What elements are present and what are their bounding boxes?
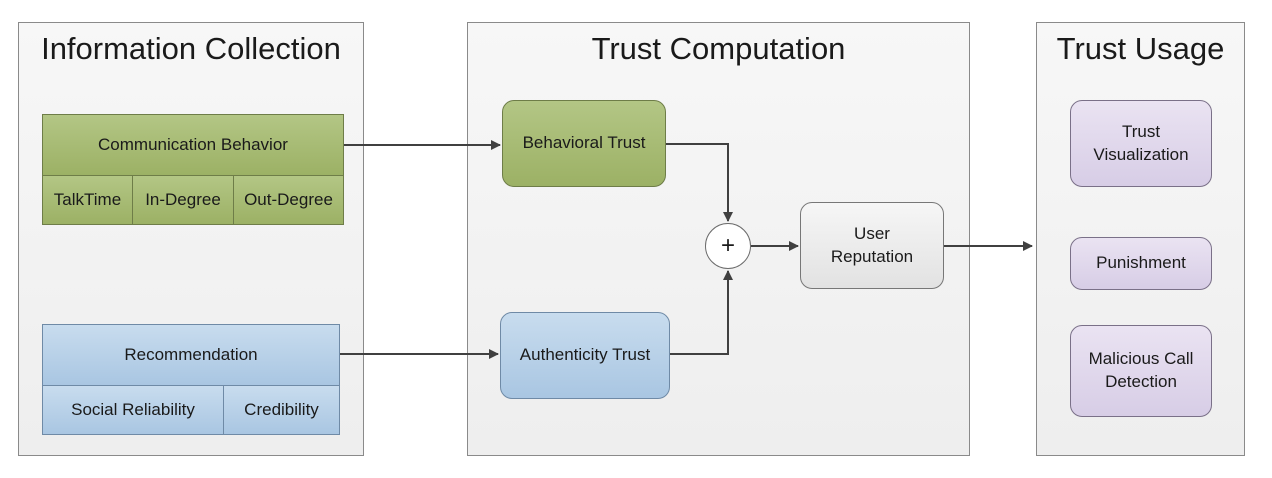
behavioral-trust-box: Behavioral Trust	[502, 100, 666, 187]
authenticity-trust-label: Authenticity Trust	[519, 345, 651, 365]
arrow-behavioral-to-combine	[666, 143, 733, 222]
combine-node: +	[705, 223, 751, 269]
user-reputation-box: User Reputation	[800, 202, 944, 289]
trust-visualization-box: Trust Visualization	[1070, 100, 1212, 187]
authenticity-trust-box: Authenticity Trust	[500, 312, 670, 399]
in-degree-label: In-Degree	[145, 189, 221, 209]
in-degree-cell: In-Degree	[133, 176, 234, 224]
plus-symbol: +	[720, 232, 735, 259]
malicious-call-detection-box: Malicious Call Detection	[1070, 325, 1212, 417]
trust-visualization-line1: Trust	[1121, 121, 1161, 141]
recommendation-header: Recommendation	[42, 324, 340, 386]
user-reputation-line2: Reputation	[830, 246, 914, 266]
social-reliability-label: Social Reliability	[71, 399, 195, 419]
trust-usage-title: Trust Usage	[1056, 31, 1225, 66]
out-degree-cell: Out-Degree	[234, 176, 343, 224]
punishment-box: Punishment	[1070, 237, 1212, 290]
communication-behavior-header: Communication Behavior	[42, 114, 344, 176]
recommendation-metrics-row: Social Reliability Credibility	[42, 385, 340, 435]
communication-behavior-label: Communication Behavior	[98, 134, 288, 154]
trust-computation-title: Trust Computation	[591, 31, 846, 66]
communication-metrics-row: TalkTime In-Degree Out-Degree	[42, 175, 344, 225]
arrow-authenticity-to-combine	[670, 270, 733, 355]
social-reliability-cell: Social Reliability	[43, 386, 224, 434]
user-reputation-line1: User	[854, 223, 890, 243]
recommendation-label: Recommendation	[124, 344, 258, 364]
malicious-call-line1: Malicious Call	[1088, 349, 1194, 369]
trust-visualization-line2: Visualization	[1093, 144, 1189, 164]
credibility-label: Credibility	[244, 399, 319, 419]
punishment-label: Punishment	[1096, 253, 1186, 273]
talktime-label: TalkTime	[53, 189, 122, 209]
behavioral-trust-label: Behavioral Trust	[522, 133, 646, 153]
talktime-cell: TalkTime	[43, 176, 133, 224]
credibility-cell: Credibility	[224, 386, 339, 434]
information-collection-title: Information Collection	[41, 31, 341, 66]
out-degree-label: Out-Degree	[244, 189, 333, 209]
malicious-call-line2: Detection	[1105, 372, 1177, 391]
